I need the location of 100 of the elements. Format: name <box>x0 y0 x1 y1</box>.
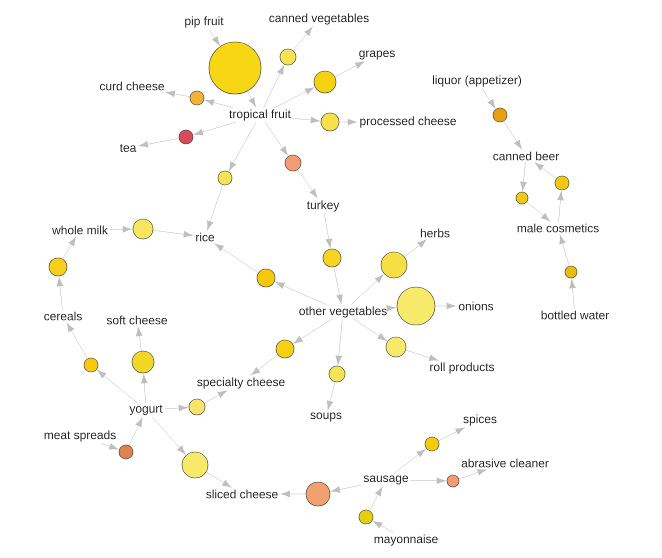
arrow <box>410 477 446 484</box>
arrow <box>504 120 522 150</box>
item-label: soups <box>308 411 344 423</box>
arrow <box>369 486 382 511</box>
item-label: meat spreads <box>42 428 118 444</box>
arrow <box>298 170 318 198</box>
arrow <box>138 138 180 148</box>
arrow <box>339 118 357 126</box>
arrow <box>56 277 64 310</box>
arrow <box>458 469 487 480</box>
rule-circle <box>492 108 508 122</box>
arrow <box>334 266 343 304</box>
item-label: spices <box>462 412 498 428</box>
arrow <box>559 234 570 266</box>
rule-circle <box>48 258 68 276</box>
arrow <box>354 319 387 341</box>
item-label: onions <box>456 300 496 312</box>
item-label: liquor (appetizer) <box>430 74 524 88</box>
arrow <box>247 90 256 107</box>
arrow <box>350 274 384 305</box>
item-label: processed cheese <box>358 114 458 130</box>
arrow <box>207 184 223 230</box>
item-label: yogurt <box>128 403 164 417</box>
item-label: grapes <box>357 49 397 61</box>
rule-circle <box>118 444 134 460</box>
item-label: mayonnaise <box>372 532 440 548</box>
item-label: canned vegetables <box>267 12 371 26</box>
arrow <box>62 236 76 260</box>
rule-circle <box>256 268 276 288</box>
item-label: other vegetables <box>297 304 389 320</box>
arrow <box>275 282 327 305</box>
arrow <box>204 390 227 404</box>
arrow <box>208 29 220 46</box>
item-label: rice <box>194 231 216 243</box>
arrow <box>164 404 188 412</box>
arrow <box>482 88 496 108</box>
arrow <box>109 226 132 233</box>
rule-circle <box>188 398 206 416</box>
rule-circle <box>358 510 374 524</box>
item-label: tea <box>118 142 138 154</box>
arrow <box>152 230 193 238</box>
arrow <box>386 305 396 312</box>
arrow <box>294 319 332 344</box>
arrow <box>274 87 314 108</box>
item-label: cereals <box>42 310 84 322</box>
item-label: sausage <box>362 474 410 486</box>
item-label: tropical fruit <box>228 108 292 122</box>
item-label: male cosmetics <box>515 222 601 234</box>
arrow <box>194 122 236 136</box>
rule-circle <box>564 266 578 278</box>
rule-circle <box>84 358 98 372</box>
rule-circle <box>554 176 570 190</box>
arrow <box>373 520 394 533</box>
rule-circle <box>516 192 528 204</box>
arrow <box>66 322 88 359</box>
arrow <box>152 416 186 454</box>
arrow <box>251 354 278 376</box>
arrow <box>293 26 313 51</box>
arrow <box>326 382 336 410</box>
item-label: bottled water <box>539 309 611 321</box>
arrow <box>534 162 556 179</box>
rule-circle <box>208 42 262 94</box>
rule-circle <box>218 170 232 186</box>
rule-circle <box>314 70 336 94</box>
rule-circle <box>190 90 204 106</box>
item-label: roll products <box>428 360 496 376</box>
item-label: abrasive cleaner <box>460 457 550 469</box>
item-label: whole milk <box>50 224 110 236</box>
rule-circle <box>396 286 436 326</box>
rule-circle <box>284 154 302 172</box>
arrow <box>206 472 232 488</box>
arrow <box>264 122 288 156</box>
arrow <box>141 374 148 404</box>
arrow <box>335 319 343 365</box>
arrow <box>334 61 364 78</box>
item-label: herbs <box>418 227 452 239</box>
arrow <box>280 490 306 498</box>
rule-circle <box>276 340 294 358</box>
arrow <box>128 418 143 446</box>
arrow <box>204 99 234 108</box>
arrow <box>166 90 190 98</box>
arrow <box>330 484 362 493</box>
arrow <box>100 443 118 450</box>
rule-circle <box>178 130 194 144</box>
rule-circle <box>132 218 154 240</box>
arrow <box>214 243 259 274</box>
arrow <box>324 213 332 248</box>
rule-circle <box>322 248 342 268</box>
rule-circle <box>386 336 406 358</box>
arrow <box>438 428 465 441</box>
arrow <box>394 448 426 474</box>
item-label: canned beer <box>491 150 561 162</box>
rule-circle <box>424 436 440 452</box>
item-label: pip fruit <box>182 14 226 30</box>
arrow <box>435 302 456 310</box>
arrow <box>520 162 527 191</box>
arrow <box>569 279 576 310</box>
rule-circle <box>280 48 296 66</box>
rule-circle <box>446 474 460 488</box>
arrow <box>228 122 256 171</box>
